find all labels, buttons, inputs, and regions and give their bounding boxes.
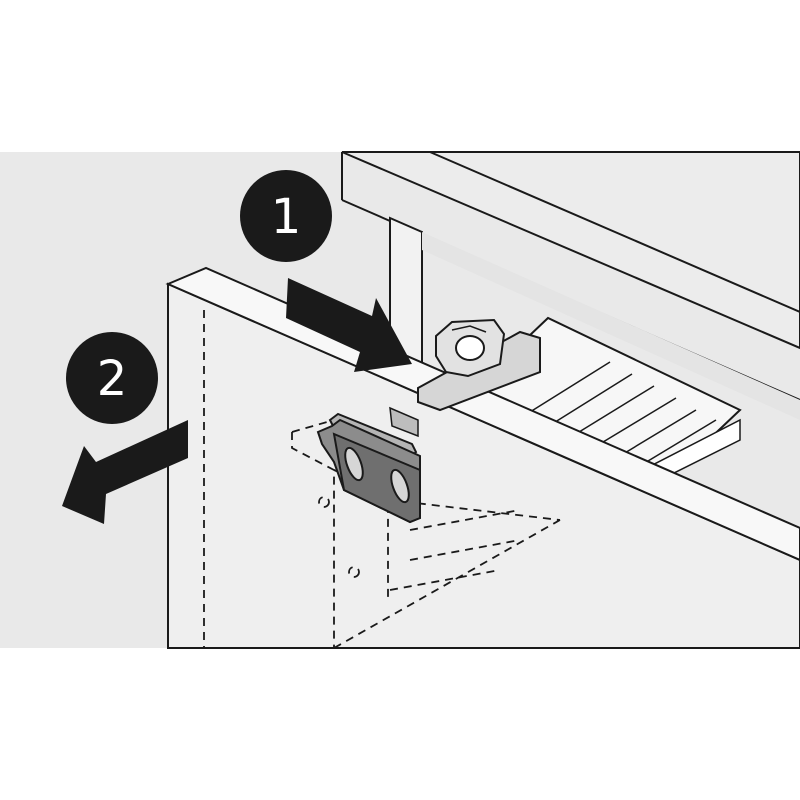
step-badge-1: 1 [240,170,332,262]
cabinet-top-panel [341,151,800,350]
locking-bracket [316,406,421,524]
step-badge-1-number: 1 [271,189,302,245]
step-badge-2-number: 2 [97,351,128,407]
runner-clip [417,318,541,412]
arrow-step-1 [286,278,412,372]
step-badge-2: 2 [66,332,158,424]
step-badge-2-circle [66,332,158,424]
drawer-front-top-edge [165,266,800,562]
step-badge-1-circle [240,170,332,262]
arrow-step-2 [62,420,188,524]
